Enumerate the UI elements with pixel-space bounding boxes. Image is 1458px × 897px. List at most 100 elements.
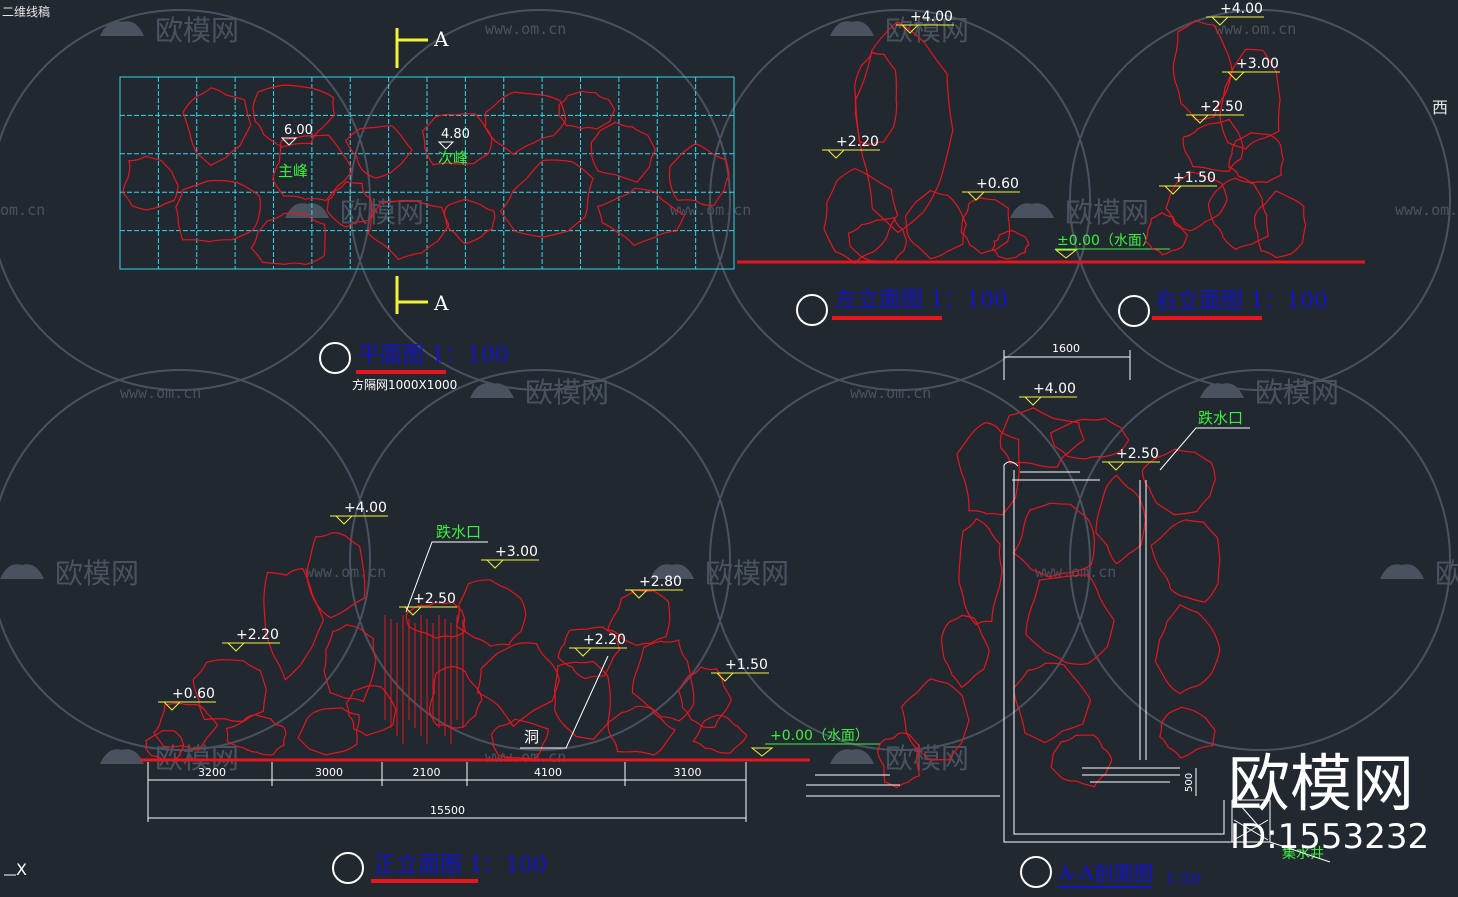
right-elevation-view: +4.00+3.00+2.50+1.50 右立面图 1：100 西: [1118, 1, 1448, 327]
side-letter: 西: [1432, 98, 1448, 117]
width-dimension-text: 1600: [1052, 342, 1080, 355]
rock-outline: [904, 189, 967, 260]
water-basin: [806, 461, 1233, 843]
waterfall-lines: [384, 615, 464, 744]
rock-outline: [455, 579, 527, 647]
rock-outline: [175, 179, 261, 243]
leader-line: [1269, 841, 1331, 863]
plan-rock-outlines: [122, 84, 730, 266]
rock-outline: [345, 685, 397, 737]
watermark-layer: 欧模网欧模网欧模网欧模网欧模网欧模网欧模网欧模网欧模网欧模网欧模网www.om.…: [0, 9, 1458, 775]
svg-text:X: X: [16, 860, 27, 879]
dimension-text: 3000: [315, 766, 343, 779]
left-elevation-title: 左立面图 1：100: [835, 288, 1008, 313]
rock-outline: [631, 639, 695, 722]
elevation-label: +1.50: [725, 657, 768, 673]
rock-outline: [991, 230, 1030, 260]
rock-outline: [1013, 662, 1092, 744]
leader-line: [405, 541, 488, 613]
drawing-title-circle-icon: [332, 852, 364, 884]
cave-label: 洞: [524, 728, 539, 746]
rock-outline: [596, 187, 686, 246]
watermark-ring: [709, 369, 1091, 751]
rock-outline: [326, 181, 374, 228]
leader-line: [1159, 427, 1250, 471]
elevation-label: +2.80: [639, 574, 682, 590]
watermark-text: 欧模网: [525, 376, 609, 409]
rock-outline: [692, 714, 748, 754]
watermark-url: www.om.cn: [1215, 20, 1296, 38]
watermark-text: 欧模网: [1255, 376, 1339, 409]
rock-outline: [1158, 706, 1216, 759]
rock-outline: [1207, 177, 1269, 251]
rock-outline: [1228, 132, 1284, 185]
rock-outline: [1050, 417, 1130, 460]
plan-title: 平面图 1：100: [358, 343, 509, 368]
right-elevation-levels: +4.00+3.00+2.50+1.50: [1159, 1, 1280, 195]
rock-outline: [272, 134, 353, 202]
rock-outline: [677, 666, 732, 729]
rock-outline: [1182, 118, 1244, 172]
watermark-url: www.om.cn: [305, 563, 386, 581]
watermark-sofa-icon: [0, 564, 44, 579]
section-a-a-view: 1600 +4.00+2.50 跌水口 500 集水井 A-A剖面图 1:50: [806, 342, 1331, 888]
rock-outline: [306, 532, 366, 619]
section-scale: 1:50: [1165, 869, 1201, 888]
rock-outline: [1050, 734, 1113, 788]
elevation-marker-icon: [437, 141, 455, 150]
rock-outline: [607, 589, 671, 647]
sump-pit: [1232, 799, 1271, 843]
section-rocks: [877, 407, 1221, 789]
front-elevation-rocks: [144, 532, 748, 761]
watermark-url: www.om.cn: [485, 748, 566, 766]
watermark-ring: [709, 9, 1091, 391]
elevation-marker-icon: [750, 747, 774, 757]
elevation-label: +4.00: [910, 9, 953, 25]
rock-outline: [476, 642, 560, 728]
drawing-title-circle-icon: [796, 294, 828, 326]
dimension-text: 2100: [413, 766, 441, 779]
watermark-sofa-icon: [1200, 383, 1244, 398]
peak-main-elevation: 6.00: [284, 123, 313, 138]
watermark-sofa-icon: [830, 749, 874, 764]
rock-outline: [323, 624, 377, 703]
rock-outline: [854, 51, 898, 146]
elevation-marker-icon: [1054, 249, 1078, 259]
dimension-text: 3100: [674, 766, 702, 779]
watermark-url: www.om.cn: [485, 20, 566, 38]
rock-outline: [345, 125, 413, 179]
right-elevation-title: 右立面图 1：100: [1155, 289, 1328, 314]
rock-outline: [999, 407, 1085, 468]
elevation-label: +2.50: [1200, 99, 1243, 115]
rock-outline: [1219, 48, 1281, 150]
rock-outline: [421, 113, 493, 166]
rock-outline: [443, 198, 496, 245]
rock-outline: [1165, 171, 1228, 232]
rock-outline: [1254, 190, 1307, 259]
section-mark-label: A: [433, 27, 449, 51]
watermark-url: www.om.cn: [670, 201, 751, 219]
left-elevation-view: +4.00+2.20+0.60 ±0.00（水面） 左立面图 1：100: [737, 9, 1365, 326]
elevation-label: +0.60: [172, 686, 215, 702]
rock-outline: [1172, 19, 1233, 121]
rock-outline: [499, 159, 594, 238]
watermark-sofa-icon: [650, 564, 694, 579]
rock-outline: [367, 199, 450, 261]
elevation-label: +3.00: [495, 544, 538, 560]
rock-outline: [960, 197, 1011, 255]
left-elevation-rocks: [823, 21, 1030, 265]
rock-outline: [958, 518, 1003, 626]
brand-watermark: 欧模网 ID:1553232: [1228, 747, 1429, 857]
brand-logo-text: 欧模网: [1228, 747, 1414, 820]
waterfall-outlet-label: 跌水口: [436, 523, 481, 541]
rock-outline: [252, 84, 335, 148]
waterfall-outlet-label: 跌水口: [1198, 409, 1243, 427]
plan-grid: [119, 76, 735, 270]
rock-outline: [1025, 574, 1115, 665]
rock-outline: [1144, 211, 1189, 256]
section-mark-bottom: A: [395, 276, 449, 315]
dimension-text: 3200: [198, 766, 226, 779]
watermark-text: 欧模网: [885, 14, 969, 47]
